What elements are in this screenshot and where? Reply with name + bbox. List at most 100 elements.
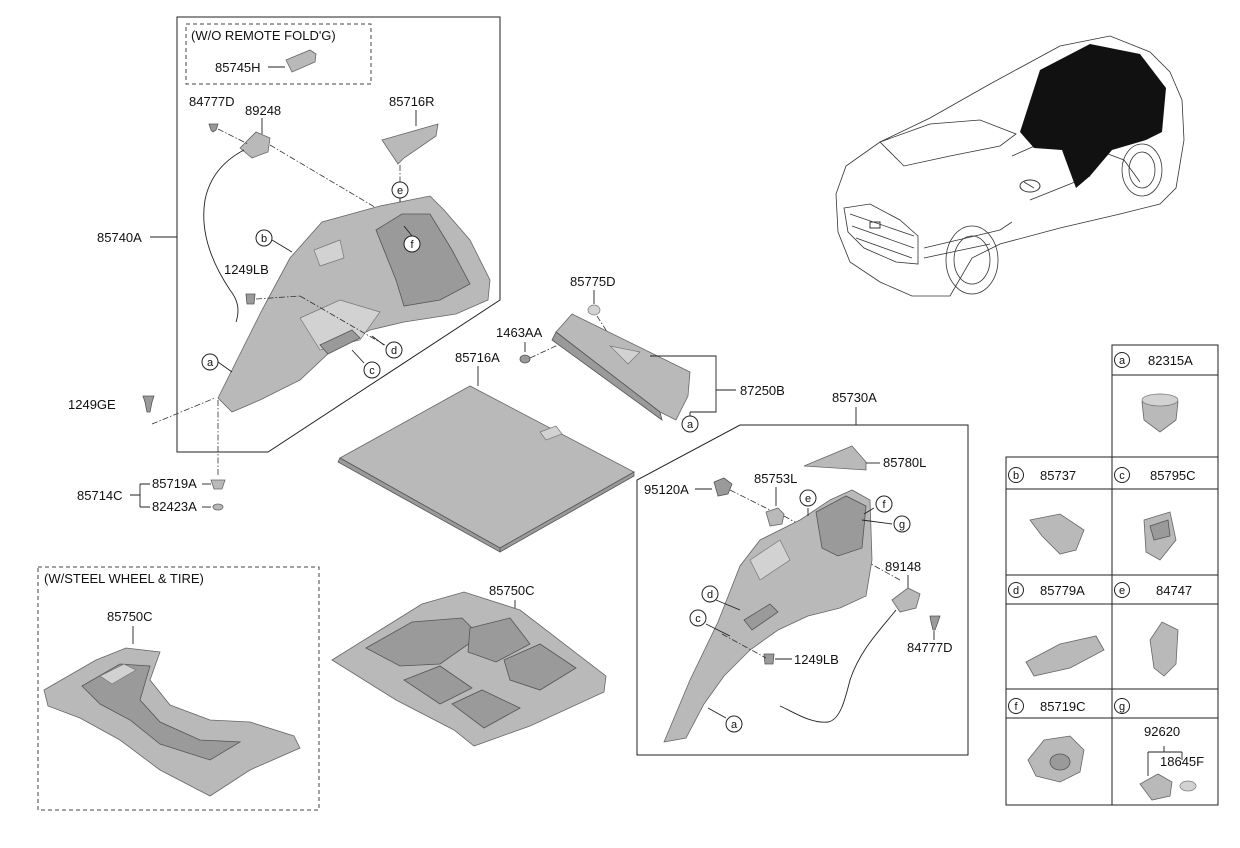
legend-letter: c: [1119, 470, 1125, 482]
lamp-socket-icon: [1139, 773, 1173, 801]
callout-f: f: [875, 495, 893, 513]
callout-g: g: [893, 515, 911, 533]
cargo-area-highlight: [1020, 44, 1166, 188]
legend-letter: f: [1014, 701, 1018, 713]
legend-table: a 82315A b 85737 c 85795C d 85779A e 84747 f 85719C…: [1005, 344, 1219, 806]
callout-c: c: [363, 361, 381, 379]
part-label-85730a: 85730A: [832, 390, 877, 405]
callout-a: a: [201, 353, 219, 371]
legend-part-number: 18645F: [1160, 754, 1204, 769]
legend-entry-a: a 82315A: [1114, 352, 1193, 368]
part-label-1463aa: 1463AA: [496, 325, 543, 340]
wo-remote-label: (W/O REMOTE FOLD'G): [191, 28, 336, 43]
part-label-85740a: 85740A: [97, 230, 142, 245]
legend-entry-b: b 85737: [1008, 467, 1076, 483]
part-label-85719a: 85719A: [152, 476, 197, 491]
callout-e: e: [391, 181, 409, 199]
legend-letter: b: [1013, 470, 1019, 482]
callout-b: b: [255, 229, 273, 247]
bulb-icon: [1179, 780, 1197, 792]
part-label-85716a: 85716A: [455, 350, 500, 365]
part-label-85714c: 85714C: [77, 488, 123, 503]
lever-89148: [891, 587, 921, 613]
part-label-85745h: 85745H: [215, 60, 261, 75]
svg-text:f: f: [410, 239, 414, 251]
legend-entry-d: d 85779A: [1008, 582, 1085, 598]
part-label-95120a: 95120A: [644, 482, 689, 497]
part-label-1249lb-right: 1249LB: [794, 652, 839, 667]
svg-text:c: c: [369, 365, 375, 377]
bracket-85753l: [765, 507, 785, 527]
svg-text:b: b: [261, 233, 267, 245]
bolt-1249lb-left: [245, 293, 256, 305]
group-frame-wo-remote: [185, 23, 372, 85]
clip-95120a: [713, 477, 733, 497]
legend-part-number: 85795C: [1150, 468, 1196, 483]
legend-part-number: 84747: [1156, 583, 1192, 598]
washer-82423a: [212, 503, 224, 511]
bolt-1249lb-right: [763, 653, 775, 665]
part-label-85750c-left: 85750C: [107, 609, 153, 624]
legend-part-number: 92620: [1144, 724, 1180, 739]
cover-85716r: [381, 123, 439, 165]
part-label-84777d-left: 84777D: [189, 94, 235, 109]
callout-e: e: [799, 489, 817, 507]
part-label-85775d: 85775D: [570, 274, 616, 289]
part-label-84777d-right: 84777D: [907, 640, 953, 655]
screw-84777d-right: [929, 615, 941, 631]
callout-f: f: [403, 235, 421, 253]
part-label-89148: 89148: [885, 559, 921, 574]
vent-grille-icon: [1025, 635, 1105, 677]
group-frame-85740a: [176, 16, 501, 453]
svg-text:d: d: [707, 589, 713, 601]
svg-text:f: f: [882, 499, 886, 511]
lever-89248: [239, 131, 271, 159]
svg-text:g: g: [899, 519, 905, 531]
legend-part-number: 85719C: [1040, 699, 1086, 714]
group-frame-85730a: [636, 424, 969, 756]
vehicle-illustration: [835, 35, 1185, 297]
svg-text:a: a: [207, 357, 214, 369]
legend-part-number: 85779A: [1040, 583, 1085, 598]
callout-c: c: [689, 609, 707, 627]
legend-entry-c: c 85795C: [1114, 467, 1196, 483]
svg-text:d: d: [391, 345, 397, 357]
svg-text:e: e: [805, 493, 811, 505]
svg-text:c: c: [695, 613, 701, 625]
group-frame-steel-wheel: [37, 566, 320, 811]
part-label-1249lb-left: 1249LB: [224, 262, 269, 277]
part-label-85753l: 85753L: [754, 471, 797, 486]
legend-part-number: 82315A: [1148, 353, 1193, 368]
cover-85780l: [803, 445, 867, 471]
legend-entry-f: f 85719C: [1008, 698, 1086, 714]
legend-letter: g: [1119, 701, 1125, 713]
part-label-82423a: 82423A: [152, 499, 197, 514]
svg-text:e: e: [397, 185, 403, 197]
cap-85775d: [587, 304, 601, 316]
handle-85745h: [285, 49, 317, 73]
part-label-85716r: 85716R: [389, 94, 435, 109]
callout-a: a: [681, 415, 699, 433]
svg-text:a: a: [687, 419, 694, 431]
callout-d: d: [385, 341, 403, 359]
screw-84777d-left: [208, 123, 219, 133]
steel-wheel-label: (W/STEEL WHEEL & TIRE): [44, 571, 204, 586]
bracket-clip-icon: [1149, 621, 1179, 677]
callout-d: d: [701, 585, 719, 603]
part-label-87250b: 87250B: [740, 383, 785, 398]
legend-entry-e: e 84747: [1114, 582, 1192, 598]
part-label-85780l: 85780L: [883, 455, 926, 470]
part-label-85750c-middle: 85750C: [489, 583, 535, 598]
legend-entry-g: g 92620 18645F: [1114, 698, 1204, 769]
screw-1463aa: [519, 354, 531, 364]
part-label-1249ge: 1249GE: [68, 397, 116, 412]
callout-a: a: [725, 715, 743, 733]
svg-text:a: a: [731, 719, 738, 731]
legend-letter: e: [1119, 585, 1125, 597]
legend-letter: d: [1013, 585, 1019, 597]
legend-part-number: 85737: [1040, 468, 1076, 483]
legend-letter: a: [1119, 355, 1126, 367]
clip-85719a: [210, 479, 226, 490]
